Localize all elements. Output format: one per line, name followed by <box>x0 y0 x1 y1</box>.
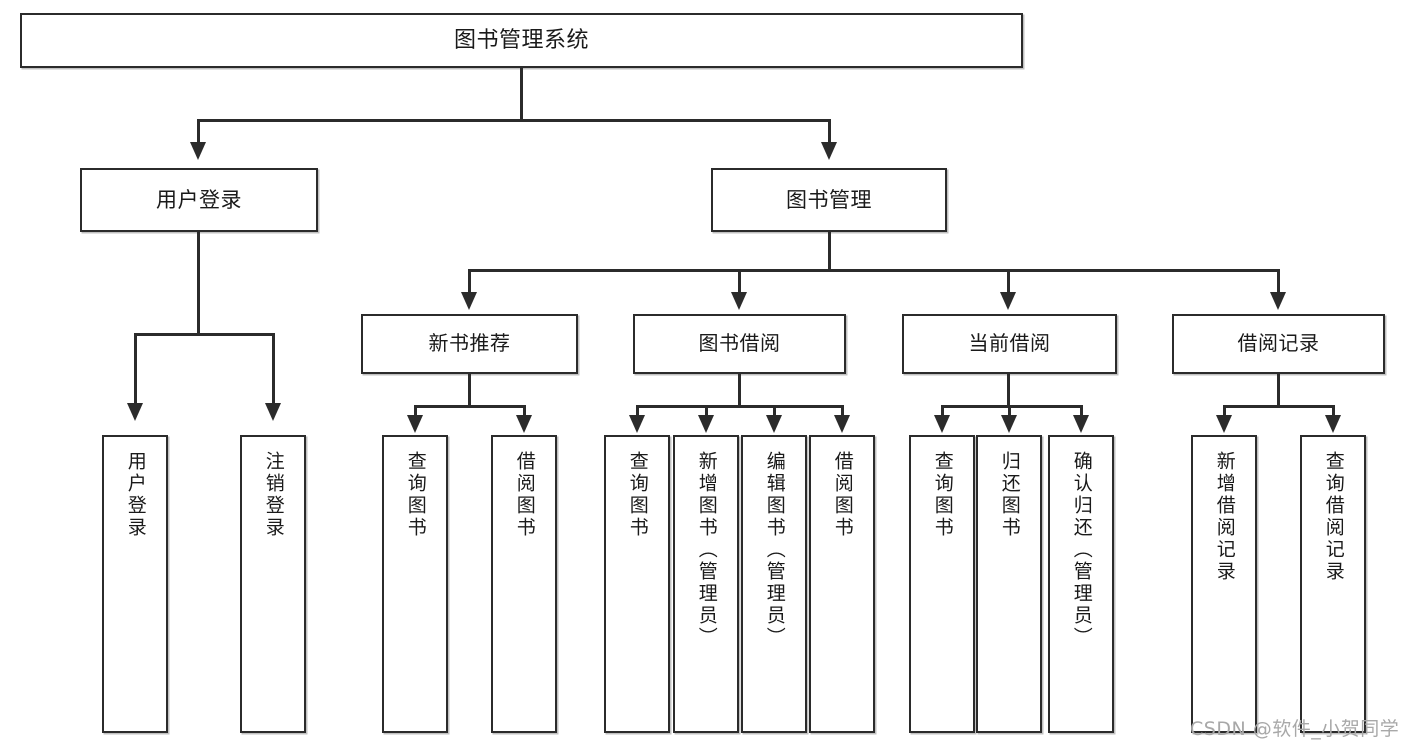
connector-bm-drop-4 <box>1277 269 1280 294</box>
leaf-br-add-record-label: 新增借阅记录 <box>1213 451 1236 583</box>
leaf-cb-return-book[interactable]: 归还图书 <box>976 435 1042 733</box>
connector-user-login-drop-1 <box>134 333 137 405</box>
arrowhead-bb-child-2 <box>698 415 714 433</box>
leaf-user-login[interactable]: 用户登录 <box>102 435 168 733</box>
leaf-logout[interactable]: 注销登录 <box>240 435 306 733</box>
connector-nbr-drop-2 <box>523 405 526 417</box>
leaf-cb-confirm-return-admin[interactable]: 确认归还（管理员） <box>1048 435 1114 733</box>
leaf-nbr-borrow-book-label: 借阅图书 <box>513 451 536 539</box>
node-root-system[interactable]: 图书管理系统 <box>20 13 1023 68</box>
leaf-bb-query-book-label: 查询图书 <box>626 451 649 539</box>
leaf-nbr-borrow-book[interactable]: 借阅图书 <box>491 435 557 733</box>
arrowhead-cb-child-1 <box>934 415 950 433</box>
arrowhead-br-child-2 <box>1325 415 1341 433</box>
connector-root-drop-right <box>828 119 831 144</box>
arrowhead-br-child-1 <box>1216 415 1232 433</box>
connector-bb-bus <box>636 405 844 408</box>
connector-user-login-stem <box>197 232 200 335</box>
connector-cb-stem <box>1007 374 1010 407</box>
leaf-bb-add-book-admin-label: 新增图书（管理员） <box>695 451 718 649</box>
node-book-borrow-label: 图书借阅 <box>698 331 781 356</box>
leaf-nbr-query-book-label: 查询图书 <box>404 451 427 539</box>
connector-cb-drop-1 <box>941 405 944 417</box>
connector-root-drop-left <box>197 119 200 144</box>
connector-root-stem <box>520 68 523 121</box>
arrowhead-cb-child-2 <box>1001 415 1017 433</box>
leaf-bb-borrow-book-label: 借阅图书 <box>831 451 854 539</box>
arrowhead-borrow-record <box>1270 292 1286 310</box>
node-book-manage-label: 图书管理 <box>786 187 872 212</box>
node-root-label: 图书管理系统 <box>453 27 589 53</box>
connector-br-drop-2 <box>1332 405 1335 417</box>
leaf-cb-return-book-label: 归还图书 <box>998 451 1021 539</box>
connector-br-bus <box>1223 405 1335 408</box>
arrowhead-nbr-child-1 <box>407 415 423 433</box>
node-user-login[interactable]: 用户登录 <box>80 168 318 232</box>
leaf-logout-label: 注销登录 <box>262 451 285 539</box>
node-borrow-record[interactable]: 借阅记录 <box>1172 314 1385 374</box>
connector-nbr-stem <box>468 374 471 407</box>
node-current-borrow-label: 当前借阅 <box>968 331 1051 356</box>
arrowhead-bb-child-4 <box>834 415 850 433</box>
node-book-manage[interactable]: 图书管理 <box>711 168 947 232</box>
node-new-book-recommend[interactable]: 新书推荐 <box>361 314 578 374</box>
connector-br-stem <box>1277 374 1280 407</box>
node-book-borrow[interactable]: 图书借阅 <box>633 314 846 374</box>
arrowhead-book-manage <box>821 142 837 160</box>
connector-book-manage-stem <box>828 232 831 271</box>
arrowhead-leaf-user-login <box>127 403 143 421</box>
leaf-bb-query-book[interactable]: 查询图书 <box>604 435 670 733</box>
leaf-cb-query-book[interactable]: 查询图书 <box>909 435 975 733</box>
connector-nbr-drop-1 <box>414 405 417 417</box>
connector-user-login-bus <box>134 333 275 336</box>
connector-bb-stem <box>738 374 741 407</box>
connector-bb-drop-2 <box>705 405 708 417</box>
leaf-bb-edit-book-admin[interactable]: 编辑图书（管理员） <box>741 435 807 733</box>
connector-cb-bus <box>941 405 1083 408</box>
connector-nbr-bus <box>414 405 526 408</box>
arrowhead-leaf-logout <box>265 403 281 421</box>
arrowhead-cb-child-3 <box>1073 415 1089 433</box>
leaf-user-login-label: 用户登录 <box>124 451 147 539</box>
arrowhead-bb-child-1 <box>629 415 645 433</box>
connector-bb-drop-3 <box>773 405 776 417</box>
connector-bb-drop-1 <box>636 405 639 417</box>
leaf-bb-add-book-admin[interactable]: 新增图书（管理员） <box>673 435 739 733</box>
arrowhead-current-borrow <box>1000 292 1016 310</box>
arrowhead-nbr-child-2 <box>516 415 532 433</box>
node-user-login-label: 用户登录 <box>156 187 242 212</box>
connector-root-bus <box>197 119 831 122</box>
leaf-cb-query-book-label: 查询图书 <box>931 451 954 539</box>
arrowhead-book-borrow <box>731 292 747 310</box>
node-new-book-recommend-label: 新书推荐 <box>428 331 511 356</box>
leaf-br-query-record-label: 查询借阅记录 <box>1322 451 1345 583</box>
connector-book-manage-bus <box>468 269 1280 272</box>
leaf-br-query-record[interactable]: 查询借阅记录 <box>1300 435 1366 733</box>
arrowhead-new-book-recommend <box>461 292 477 310</box>
leaf-bb-edit-book-admin-label: 编辑图书（管理员） <box>763 451 786 649</box>
connector-br-drop-1 <box>1223 405 1226 417</box>
leaf-br-add-record[interactable]: 新增借阅记录 <box>1191 435 1257 733</box>
csdn-watermark: CSDN @软件_小贺同学 <box>1190 718 1400 740</box>
node-borrow-record-label: 借阅记录 <box>1237 331 1320 356</box>
connector-bm-drop-2 <box>738 269 741 294</box>
leaf-nbr-query-book[interactable]: 查询图书 <box>382 435 448 733</box>
arrowhead-bb-child-3 <box>766 415 782 433</box>
connector-cb-drop-3 <box>1080 405 1083 417</box>
connector-bb-drop-4 <box>841 405 844 417</box>
arrowhead-user-login <box>190 142 206 160</box>
leaf-cb-confirm-return-admin-label: 确认归还（管理员） <box>1070 451 1093 649</box>
leaf-bb-borrow-book[interactable]: 借阅图书 <box>809 435 875 733</box>
connector-user-login-drop-2 <box>272 333 275 405</box>
node-current-borrow[interactable]: 当前借阅 <box>902 314 1117 374</box>
connector-bm-drop-3 <box>1007 269 1010 294</box>
connector-cb-drop-2 <box>1008 405 1011 417</box>
connector-bm-drop-1 <box>468 269 471 294</box>
